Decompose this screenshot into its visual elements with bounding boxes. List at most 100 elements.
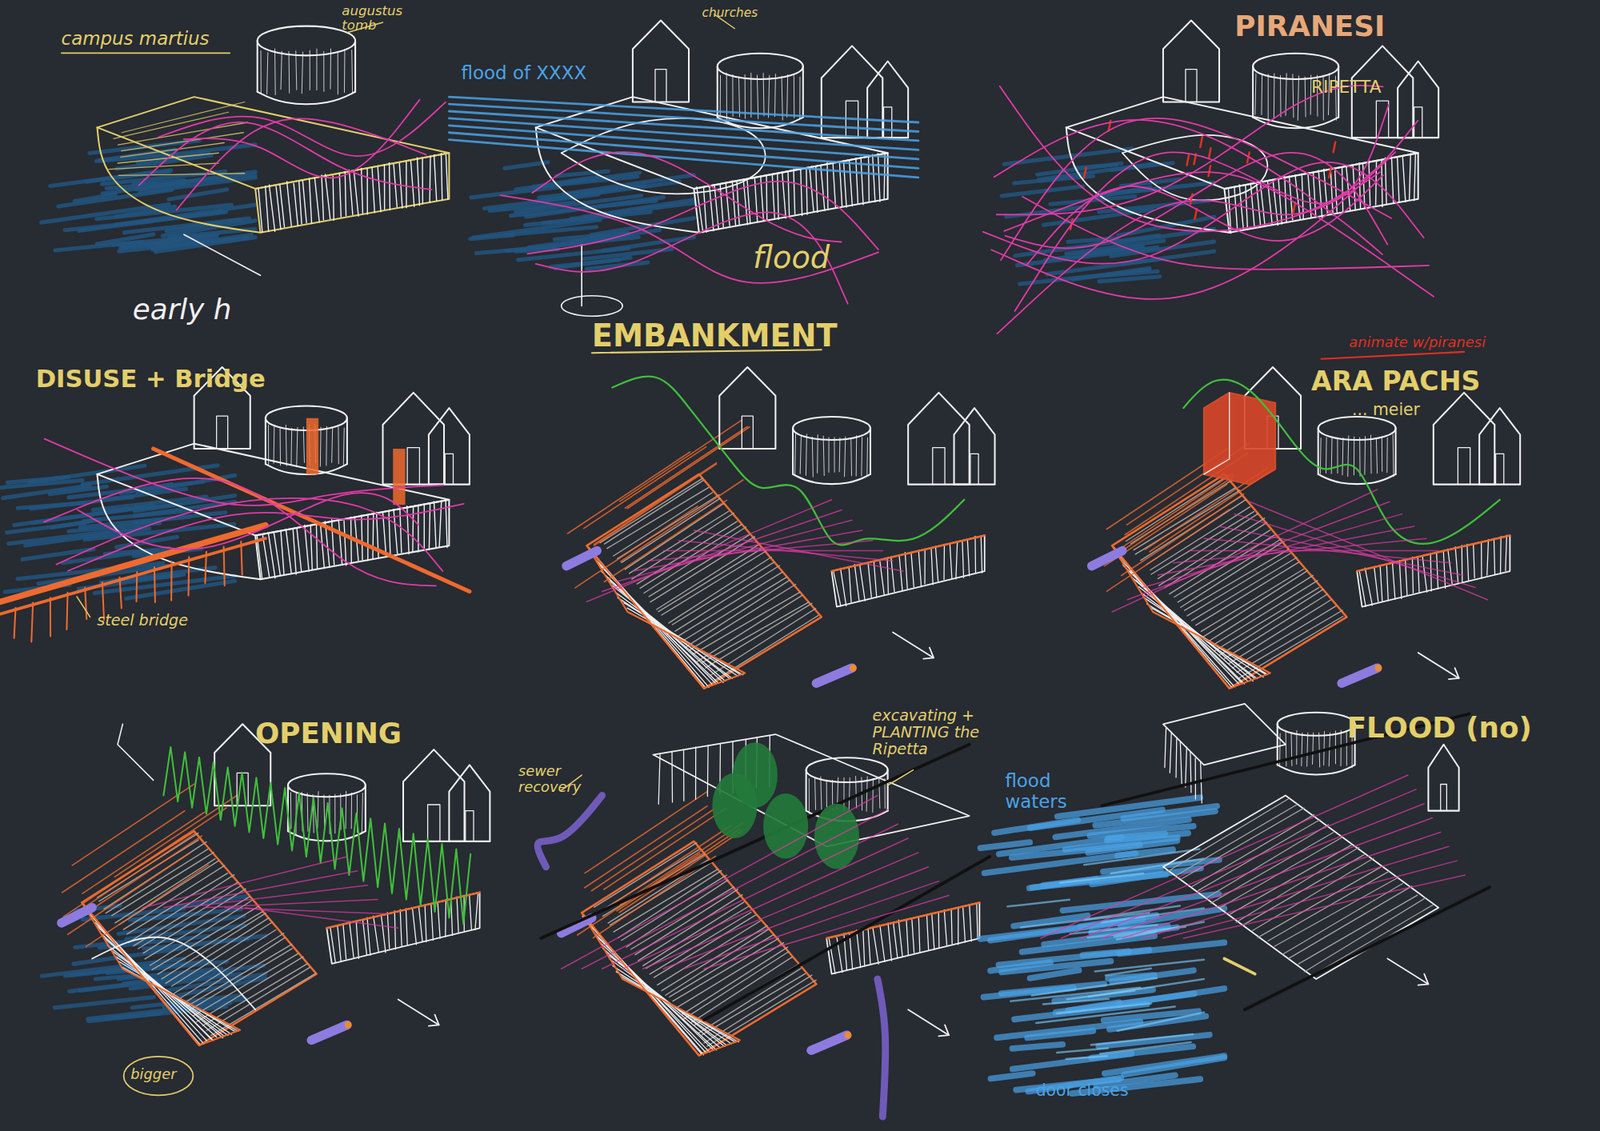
sketch-stroke — [351, 792, 352, 828]
sketch-stroke — [153, 448, 470, 592]
sketch-stroke — [624, 426, 748, 508]
sketch-stroke — [856, 930, 861, 968]
sketch-stroke — [998, 949, 1149, 965]
sketch-stroke — [584, 806, 708, 888]
sketch-stroke — [1117, 1012, 1204, 1032]
sketch-stroke — [1341, 668, 1378, 684]
sketch-stroke — [924, 549, 925, 584]
sketch-stroke — [1190, 193, 1193, 204]
sketch-label: animate w/piranesi — [1348, 334, 1486, 351]
sketch-stroke — [1395, 428, 1397, 475]
sketch-stroke — [944, 909, 947, 945]
sketch-stroke — [675, 565, 780, 632]
sketch-stroke — [1201, 568, 1304, 632]
sketch-stroke — [1185, 69, 1197, 103]
sketch-stroke — [1007, 900, 1069, 908]
sketch-stroke — [1356, 535, 1510, 572]
sketch-stroke — [1304, 897, 1426, 972]
sketch-stroke — [139, 122, 432, 190]
sketch-stroke — [314, 177, 320, 222]
sketch-stroke — [1081, 804, 1424, 939]
sketch-stroke — [1461, 545, 1464, 583]
sketch-stroke — [14, 608, 16, 639]
sketch-stroke — [603, 854, 706, 917]
sketch-stroke — [554, 232, 628, 240]
sketch-stroke — [89, 140, 200, 154]
sketch-outline — [954, 408, 996, 485]
sketch-stroke — [1185, 747, 1188, 788]
pipe-end — [844, 1032, 852, 1040]
sketch-outline — [1163, 704, 1286, 766]
sketch-stroke — [788, 171, 790, 215]
sketch-stroke — [1043, 999, 1109, 1005]
sketch-stroke — [1276, 724, 1279, 765]
sketch-stroke — [805, 770, 808, 812]
sketch-stroke — [1318, 170, 1322, 218]
sketch-stroke — [299, 181, 302, 225]
sketch-outline — [81, 831, 316, 1046]
sketch-stroke — [908, 1009, 949, 1036]
sketch-stroke — [1359, 572, 1366, 608]
sketch-stroke — [118, 173, 244, 176]
sketch-stroke — [927, 916, 929, 951]
sketch-stroke — [62, 811, 185, 893]
sketch-stroke — [872, 928, 879, 964]
sketch-stroke — [873, 561, 876, 597]
sketch-stroke — [643, 852, 919, 969]
sketch-stroke — [290, 428, 292, 464]
sketch-stroke — [348, 169, 352, 215]
sketch-stroke — [1381, 161, 1383, 208]
sketch-stroke — [475, 894, 479, 931]
sketch-stroke — [1060, 789, 1416, 939]
sketch-stroke — [575, 506, 698, 588]
sketch-stroke — [176, 118, 427, 210]
sketch-stroke — [811, 1035, 848, 1051]
sketch-outline — [867, 61, 908, 139]
sketch-stroke — [82, 812, 205, 894]
sketch-stroke — [1098, 1035, 1210, 1047]
sketch-stroke — [428, 1015, 440, 1027]
sketch-label: RIPETTA — [1311, 77, 1381, 97]
sketch-stroke — [343, 924, 347, 960]
sketch-stroke — [1000, 118, 1392, 260]
sketch-stroke — [1060, 873, 1144, 884]
sketch-stroke — [311, 1024, 348, 1040]
sketch-stroke — [816, 435, 819, 474]
sketch-stroke — [1208, 575, 1313, 642]
sketch-stroke — [1122, 251, 1214, 264]
sketch-stroke — [1346, 166, 1351, 212]
sketch-stroke — [1252, 66, 1254, 118]
sketch-stroke — [703, 186, 707, 232]
sketch-stroke — [716, 66, 719, 118]
sketch-stroke — [1104, 1056, 1225, 1074]
sketch-stroke — [49, 597, 52, 636]
sketch-stroke — [354, 40, 356, 92]
sketch-stroke — [792, 428, 794, 475]
sketch-stroke — [448, 132, 919, 169]
sketch-stroke — [3, 485, 91, 499]
sketch-stroke — [224, 546, 225, 586]
sketch-stroke — [384, 164, 386, 210]
sketch-stroke — [1312, 732, 1314, 764]
orange-mark — [306, 418, 319, 475]
sketch-stroke — [799, 76, 800, 119]
sketch-stroke — [367, 917, 371, 956]
sketch-stroke — [840, 568, 847, 606]
sketch-stroke — [309, 50, 311, 91]
sketch-stroke — [1092, 551, 1123, 567]
sketch-stroke — [1291, 732, 1293, 767]
sketch-stroke — [1012, 1053, 1132, 1069]
sketch-stroke — [448, 111, 919, 141]
tomb-top — [257, 26, 356, 56]
sketch-stroke — [260, 50, 262, 94]
sketch-stroke — [1164, 727, 1167, 768]
sketch-stroke — [980, 842, 1031, 848]
sketch-stroke — [967, 540, 969, 576]
sketch-stroke — [268, 424, 269, 465]
sketch-stroke — [683, 750, 685, 801]
sketch-stroke — [1268, 74, 1269, 120]
sketch-stroke — [1190, 752, 1192, 793]
sketch-stroke — [372, 167, 375, 213]
sketch-stroke — [738, 76, 740, 117]
sketch-stroke — [692, 592, 800, 655]
